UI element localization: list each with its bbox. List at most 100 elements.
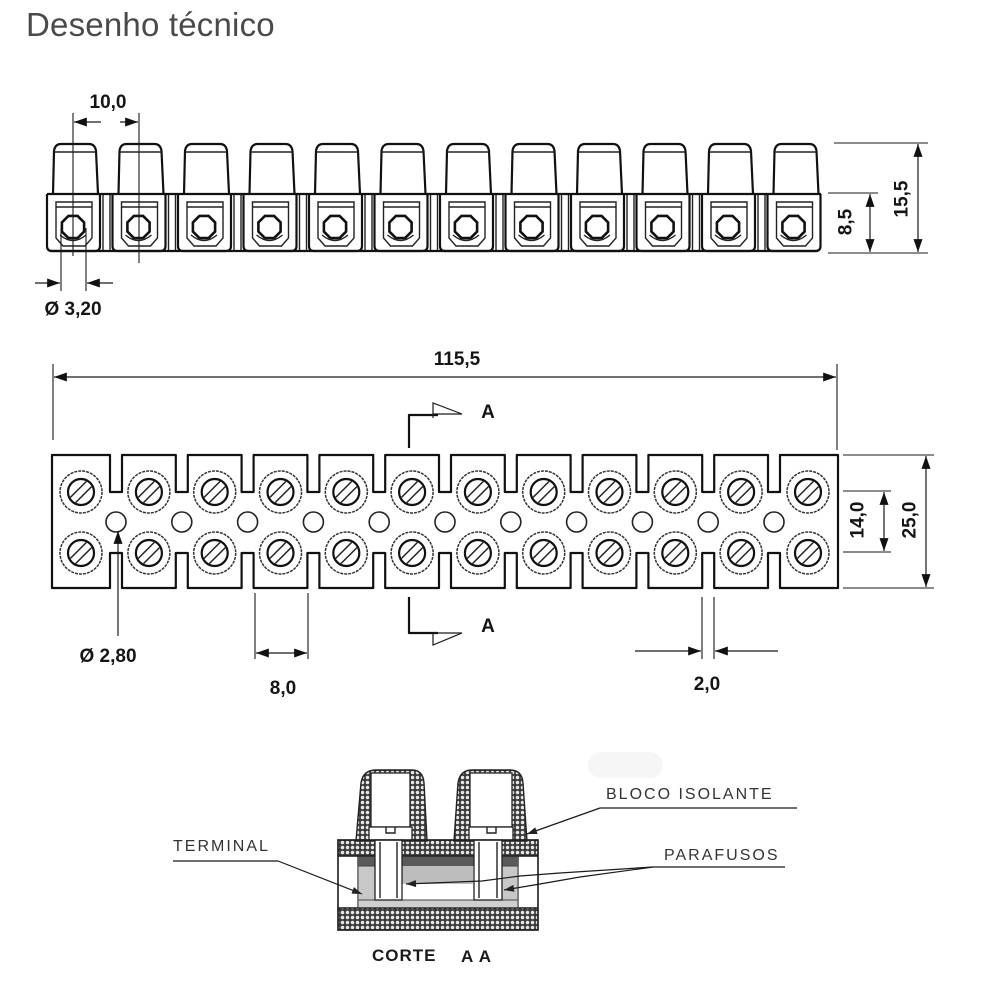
dim-length-label: 115,5 — [434, 349, 481, 370]
page-title: Desenho técnico — [26, 6, 275, 43]
screw-slot-edge — [532, 480, 550, 498]
section-arrow-bottom — [432, 632, 463, 646]
screw-slot-edge — [669, 486, 687, 504]
screw-slot-edge — [69, 541, 87, 559]
screw-slot-edge — [269, 541, 287, 559]
dim-mount-hole: Ø 2,80 — [79, 531, 137, 667]
pole-window — [644, 201, 683, 247]
terminal-screw — [192, 470, 237, 514]
screw-head — [463, 538, 492, 568]
mounting-hole — [368, 511, 391, 533]
pole-window — [448, 201, 486, 247]
insulating-block-bottom — [337, 907, 539, 931]
screw-hole-arc — [583, 234, 611, 242]
screw-head — [726, 477, 756, 507]
screw-hole-octagon — [453, 214, 479, 240]
terminal-screw — [521, 531, 566, 575]
pole-window — [55, 201, 93, 247]
pole-window — [382, 201, 421, 247]
screw-right — [468, 826, 514, 901]
screw-slot-edge — [537, 547, 555, 565]
mounting-holes — [105, 511, 785, 533]
pole-tower — [379, 142, 427, 195]
pole-window — [775, 201, 814, 247]
screw-slot-edge — [796, 480, 814, 498]
callout-terminal-leader — [277, 860, 363, 895]
terminal-bridge — [402, 866, 473, 884]
terminal-screw — [719, 470, 763, 514]
screw-head — [793, 538, 823, 568]
screw-head — [661, 538, 690, 568]
screw-slot-edge — [664, 541, 682, 559]
mounting-hole — [763, 511, 785, 533]
pole-window — [251, 201, 290, 247]
screw-slot-edge — [406, 486, 424, 504]
pole-tower — [313, 142, 362, 195]
callout-insulating-block-leader — [526, 807, 601, 835]
screw-slot-edge — [335, 541, 353, 559]
screw-head — [66, 538, 96, 568]
dim-screw-hole: Ø 3,20 — [35, 228, 113, 320]
section-interior-right-end — [517, 855, 539, 909]
screw-slot-edge — [598, 541, 616, 559]
screw-hole-arc — [190, 234, 218, 242]
pole-tower — [772, 142, 820, 195]
callout-terminal: TERMINAL — [173, 838, 363, 895]
mounting-hole — [171, 511, 193, 533]
dim-total-height-label: 15,5 — [892, 180, 913, 217]
screw-hole-arc — [518, 234, 545, 242]
side-view-poles — [45, 142, 822, 253]
screw-hole-arc — [649, 234, 676, 242]
side-view: 10,0 Ø 3,20 8,5 15,5 — [35, 92, 928, 320]
dim-mount-hole-label: Ø 2,80 — [79, 646, 136, 667]
terminal-screw — [587, 531, 632, 575]
screw-slot-edge — [471, 486, 490, 504]
pole-window — [579, 201, 617, 247]
screw-head — [332, 538, 361, 568]
dim-screw-spacing-label: 14,0 — [848, 502, 869, 539]
section-caption-id: A A — [461, 947, 492, 966]
screw-slot-edge — [137, 541, 155, 559]
terminal-screw — [521, 470, 566, 514]
terminal-screw — [390, 470, 434, 514]
dim-gap: 2,0 — [635, 597, 778, 695]
screw-slot-edge — [400, 541, 419, 559]
terminal-top-strip — [358, 856, 518, 866]
terminal-screw — [59, 470, 103, 514]
dim-module: 8,0 — [254, 593, 309, 699]
screw-slot-edge — [269, 480, 287, 498]
side-pole — [635, 142, 701, 253]
terminal-screw — [258, 531, 303, 575]
screw-slot-edge — [208, 547, 226, 565]
screw-slot-edge — [142, 486, 161, 504]
section-line-bottom — [407, 597, 438, 635]
dim-total-height: 15,5 — [834, 142, 928, 253]
callout-screws-leader-left — [405, 866, 654, 888]
screw-hole-octagon — [650, 214, 675, 240]
terminal-screw — [456, 470, 500, 514]
section-caption: CORTE — [372, 946, 437, 965]
screw-head — [463, 477, 492, 507]
screw-bore-left — [370, 772, 411, 828]
screw-shank-left — [374, 839, 403, 901]
terminal-screw — [456, 531, 500, 575]
callout-terminal-label: TERMINAL — [173, 838, 270, 855]
screw-slot-edge — [203, 541, 221, 559]
screw-hole-octagon — [584, 214, 610, 240]
terminal-screw — [324, 470, 369, 514]
screw-hole-octagon — [257, 214, 282, 240]
section-view: BLOCO ISOLANTE TERMINAL PARAFUSOS CORTE … — [173, 752, 797, 966]
section-label-bottom: A — [481, 616, 495, 637]
mounting-hole — [565, 511, 588, 533]
insulating-block-top — [337, 839, 539, 857]
screw-slot-edge — [75, 486, 93, 504]
pole-tower — [706, 142, 755, 195]
side-pole — [504, 142, 570, 253]
image-artifact-blob — [588, 752, 663, 778]
terminal-plate-right — [501, 865, 519, 901]
screw-head — [398, 477, 427, 507]
dim-width: 25,0 — [843, 454, 934, 589]
screw-slot-left — [385, 827, 396, 834]
pole-window — [186, 201, 224, 247]
screw-head — [398, 538, 427, 568]
